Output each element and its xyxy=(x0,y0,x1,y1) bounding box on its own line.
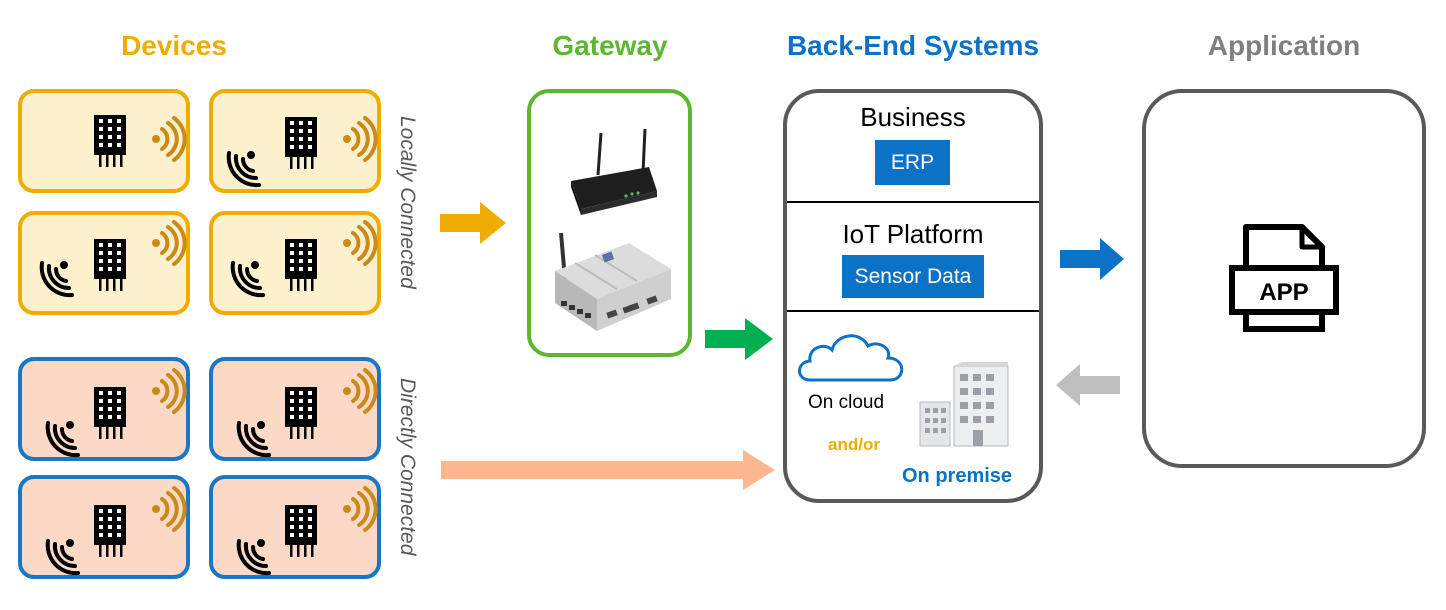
building-icon xyxy=(919,362,1009,447)
directly-connected-label: Directly Connected xyxy=(396,378,419,556)
sensor-icon xyxy=(39,220,187,298)
locally-connected-label: Locally Connected xyxy=(396,116,419,289)
devices-heading: Devices xyxy=(121,30,227,61)
gateway-to-backend-arrow xyxy=(705,318,773,360)
sensor-icon xyxy=(230,220,378,298)
erp-tag: ERP xyxy=(875,140,950,185)
direct-to-backend-arrow xyxy=(441,450,775,490)
device-direct-2 xyxy=(209,357,381,461)
gateway-heading: Gateway xyxy=(552,30,668,61)
sensor-icon xyxy=(236,486,378,576)
app-icon-text: APP xyxy=(1259,279,1308,306)
device-direct-1 xyxy=(18,357,190,461)
backend-divider-2 xyxy=(787,310,1039,312)
device-direct-4 xyxy=(209,475,381,579)
router-icon xyxy=(555,128,671,331)
application-box xyxy=(1142,89,1426,468)
app-file-icon: APP xyxy=(1229,224,1339,332)
device-direct-3 xyxy=(18,475,190,579)
sensor-icon xyxy=(45,368,187,458)
sensor-icon xyxy=(236,368,378,458)
cloud-icon xyxy=(798,334,904,382)
and-or-label: and/or xyxy=(828,435,880,454)
backend-divider-1 xyxy=(787,201,1039,203)
business-title: Business xyxy=(860,102,966,132)
device-local-1 xyxy=(18,89,190,193)
iot-platform-title: IoT Platform xyxy=(842,219,984,249)
sensor-icon xyxy=(94,115,187,167)
app-to-backend-arrow xyxy=(1056,364,1120,406)
device-local-4 xyxy=(209,211,381,315)
sensor-icon xyxy=(226,116,378,188)
gateway-box xyxy=(527,89,692,357)
on-cloud-label: On cloud xyxy=(808,392,885,413)
devices-to-gateway-arrow xyxy=(440,202,506,244)
device-local-2 xyxy=(209,89,381,193)
backend-heading: Back-End Systems xyxy=(786,30,1040,61)
backend-to-app-arrow xyxy=(1060,238,1124,280)
application-heading: Application xyxy=(1207,30,1361,61)
on-premise-label: On premise xyxy=(902,465,1013,487)
sensor-icon xyxy=(45,486,187,576)
device-local-3 xyxy=(18,211,190,315)
sensor-data-tag: Sensor Data xyxy=(842,255,984,298)
